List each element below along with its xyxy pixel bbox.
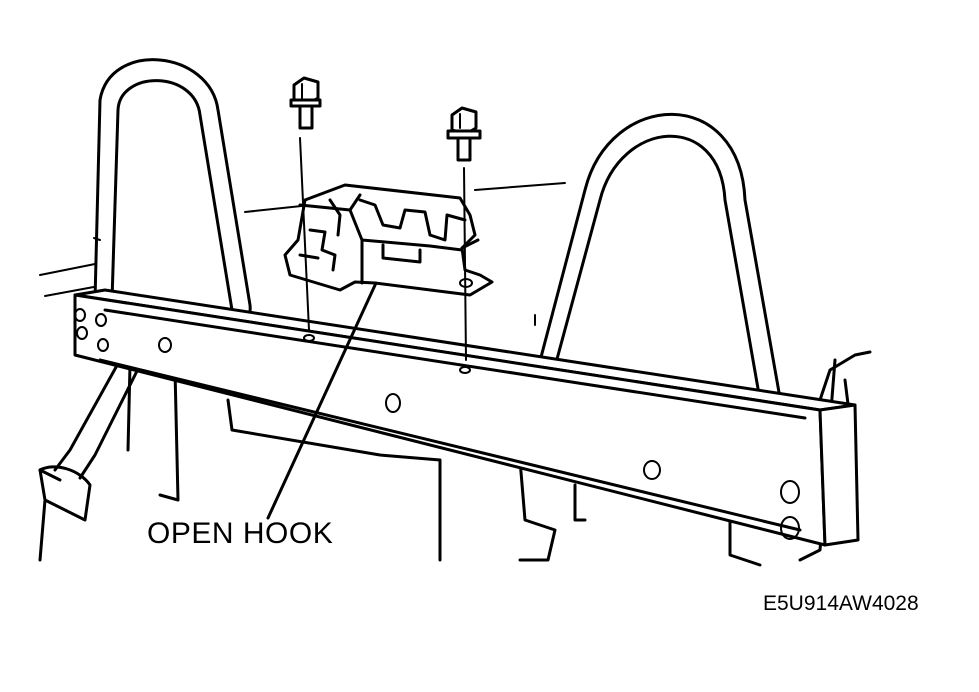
left-roll-bar <box>93 58 252 323</box>
bolt-left <box>289 76 322 331</box>
bolt-right <box>446 106 482 361</box>
open-hook-bracket <box>283 183 494 297</box>
figure-id: E5U914AW4028 <box>763 592 919 615</box>
open-hook-label: OPEN HOOK <box>147 517 334 550</box>
left-strap <box>38 358 142 522</box>
callout-leader-line <box>266 281 378 520</box>
right-roll-bar <box>533 112 782 415</box>
